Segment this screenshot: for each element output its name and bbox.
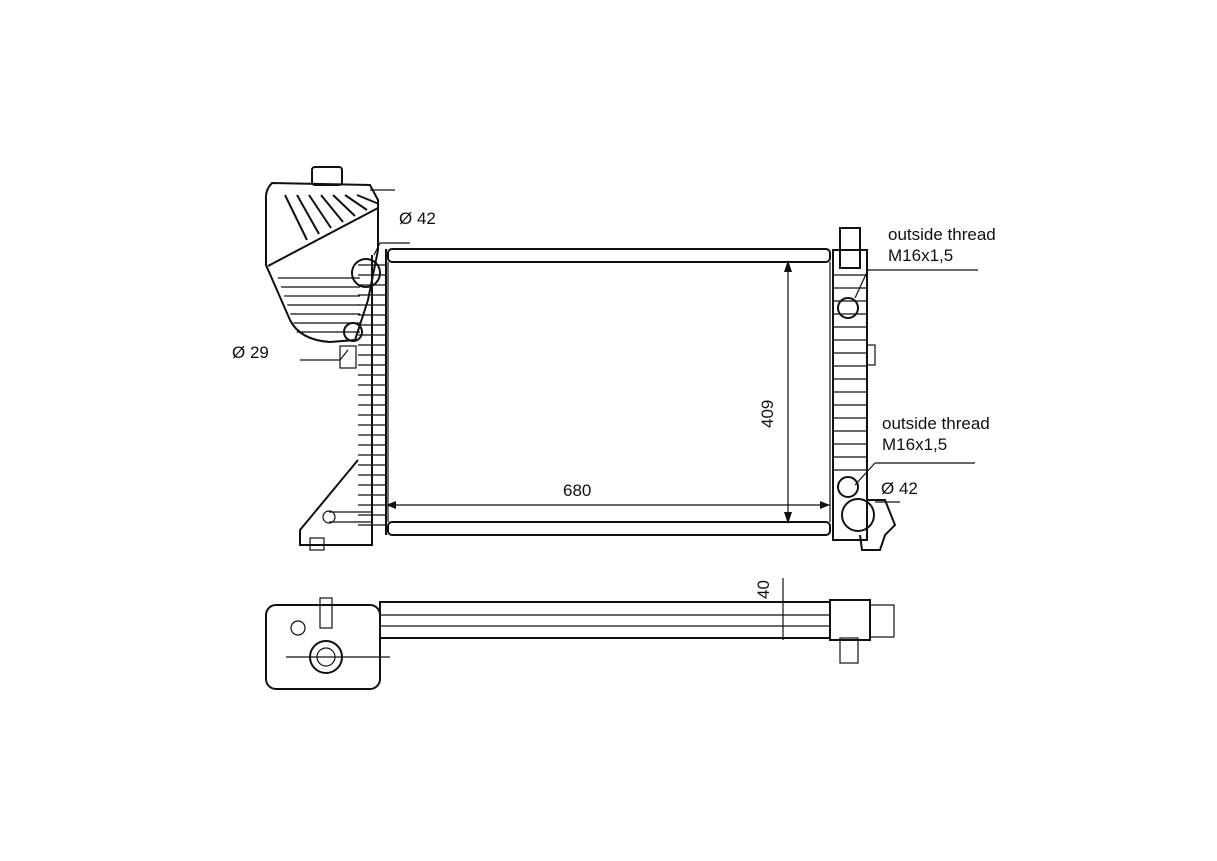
rib-line (344, 194, 368, 211)
pipe-diameter-left-lower: Ø 29 (232, 343, 269, 362)
upper-thread-note-line2: M16x1,5 (888, 246, 953, 265)
rib-line (284, 194, 308, 241)
lower-thread-note-line1: outside thread (882, 414, 990, 433)
rib-line (356, 194, 380, 205)
upper-thread-note-line1: outside thread (888, 225, 996, 244)
rib-line (296, 194, 320, 235)
rib-line (320, 194, 344, 223)
width-dimension: 680 (563, 481, 591, 500)
pipe-diameter-lower-right: Ø 42 (881, 479, 918, 498)
lower-thread-note-line2: M16x1,5 (882, 435, 947, 454)
height-dimension: 409 (758, 400, 777, 428)
depth-dimension: 40 (754, 580, 773, 599)
bottom-view (265, 597, 895, 690)
dimension-lines (300, 242, 978, 640)
rib-line (332, 194, 356, 217)
right-side-tank (832, 227, 897, 551)
left-side-tank (358, 249, 387, 535)
rib-line (308, 194, 332, 229)
pipe-diameter-upper-left: Ø 42 (399, 209, 436, 228)
expansion-tank (264, 166, 395, 551)
radiator-core (387, 248, 831, 536)
